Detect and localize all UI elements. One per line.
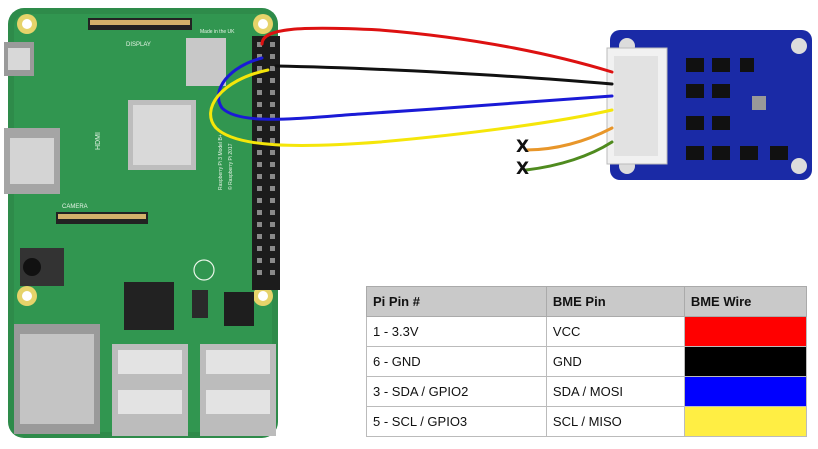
wire-color-cell — [683, 346, 808, 377]
cut-mark-orange-wire: X — [516, 137, 530, 157]
wire-orange — [524, 126, 614, 152]
bme-pin-cell: VCC — [545, 316, 685, 347]
header-pi-pin: Pi Pin # — [366, 286, 547, 317]
wire-color-swatch — [684, 317, 806, 346]
model-label: Raspberry Pi 3 Model B+ — [218, 134, 224, 190]
raspberry-logo-icon — [193, 259, 215, 281]
pi-pin-cell: 6 - GND — [366, 346, 547, 377]
header-bme-pin: BME Pin — [545, 286, 685, 317]
made-in-label: Made in the UK — [200, 29, 235, 35]
header-bme-wire: BME Wire — [683, 286, 808, 317]
wire-color-cell — [683, 316, 808, 347]
bme-pin-cell: SCL / MISO — [545, 406, 685, 437]
raspberry-pi-board: DISPLAY Made in the UK CAMERA HDMI Raspb… — [4, 8, 280, 438]
pi-pin-cell: 3 - SDA / GPIO2 — [366, 376, 547, 407]
table-row: 1 - 3.3V VCC — [366, 316, 808, 347]
bme-pin-cell: SDA / MOSI — [545, 376, 685, 407]
hdmi-label: HDMI — [95, 132, 102, 150]
display-label: DISPLAY — [126, 42, 151, 48]
bme-pin-cell: GND — [545, 346, 685, 377]
cut-mark-green-wire: X — [516, 159, 530, 179]
wire-yellow — [209, 68, 614, 147]
pi-pin-cell: 5 - SCL / GPIO3 — [366, 406, 547, 437]
pi-pin-cell: 1 - 3.3V — [366, 316, 547, 347]
table-row: 3 - SDA / GPIO2 SDA / MOSI — [366, 376, 808, 407]
wire-color-swatch — [684, 347, 806, 376]
wire-color-swatch — [684, 377, 806, 406]
table-header-row: Pi Pin # BME Pin BME Wire — [366, 286, 808, 317]
pin-mapping-table: Pi Pin # BME Pin BME Wire 1 - 3.3V VCC 6… — [366, 286, 808, 437]
wires — [209, 26, 614, 172]
wire-red — [260, 26, 614, 74]
wire-color-cell — [683, 406, 808, 437]
wire-blue — [216, 56, 614, 121]
wire-green — [524, 140, 614, 172]
bme-sensor-board — [606, 30, 812, 180]
wire-color-swatch — [684, 407, 806, 436]
year-label: © Raspberry Pi 2017 — [227, 143, 234, 190]
table-row: 6 - GND GND — [366, 346, 808, 377]
table-row: 5 - SCL / GPIO3 SCL / MISO — [366, 406, 808, 437]
camera-label: CAMERA — [62, 204, 88, 210]
wire-black — [274, 64, 614, 86]
wire-color-cell — [683, 376, 808, 407]
